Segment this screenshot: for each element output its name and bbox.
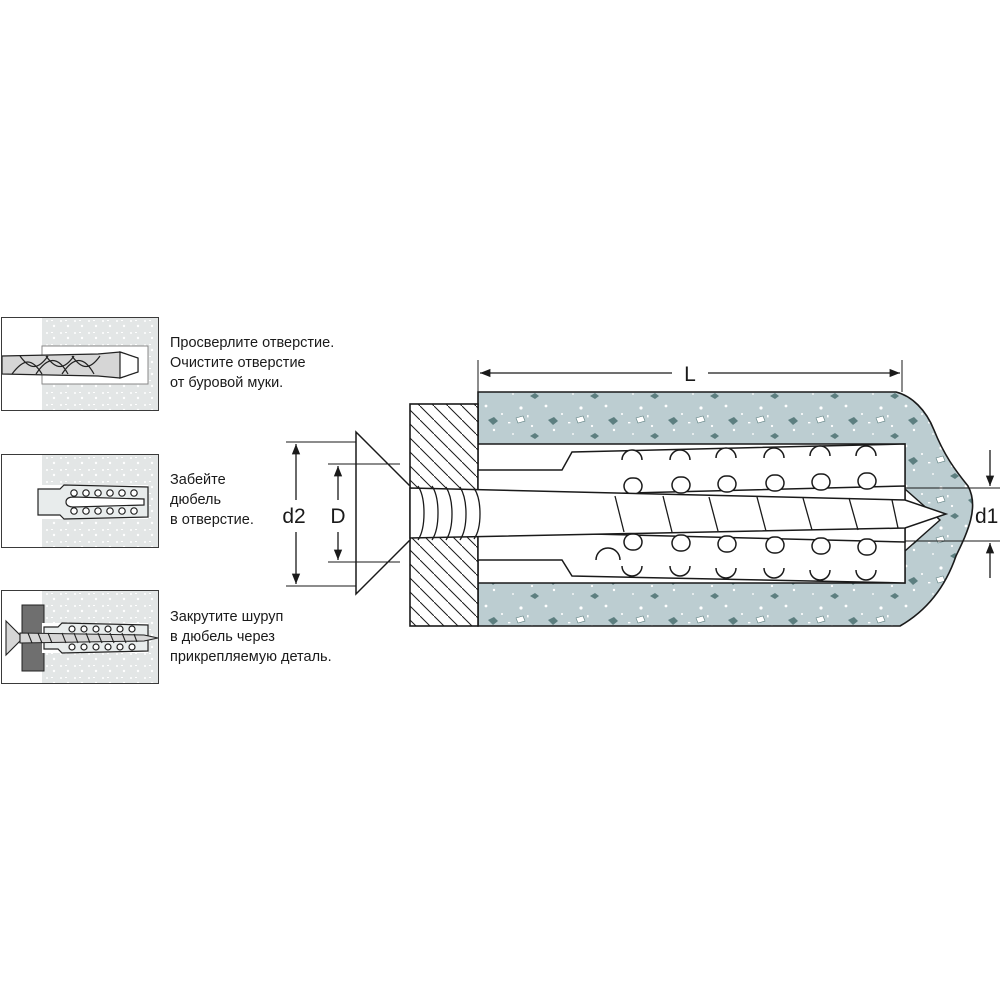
dimension-d1: d1: [905, 450, 1000, 578]
step-2-line-3: в отверстие.: [170, 512, 254, 528]
step-1-line-3: от буровой муки.: [170, 375, 284, 391]
channel-ribs: [623, 472, 877, 556]
dowel-ribs: [595, 445, 877, 581]
screw-icon: [355, 430, 949, 596]
screw-illustration: [5, 591, 158, 683]
step-3-text: Закрутите шуруп в дюбель через прикрепля…: [170, 607, 385, 667]
dimension-L: L: [477, 360, 903, 392]
step-1-illustration: [1, 317, 159, 411]
label-d2: d2: [282, 505, 305, 528]
label-d1: d1: [975, 505, 998, 528]
label-L: L: [684, 363, 696, 386]
step-3-illustration: [1, 590, 159, 684]
label-D: D: [330, 505, 345, 528]
step-2-line-2: дюбель: [170, 492, 222, 508]
screw-icon: [5, 619, 158, 657]
dowel-dimension-drawing: L d2 D d1: [282, 360, 1000, 627]
step-3-line-3: прикрепляемую деталь.: [170, 649, 332, 665]
step-3-line-1: Закрутите шуруп: [170, 609, 284, 625]
step-3-line-2: в дюбель через: [170, 629, 275, 645]
step-1-line-1: Просверлите отверстие.: [170, 335, 335, 351]
drill-illustration: [2, 318, 158, 410]
dowel-icon: [37, 484, 149, 520]
dimension-d2: d2: [282, 441, 356, 587]
step-1-line-2: Очистите отверстие: [170, 355, 306, 371]
step-2-illustration: [1, 454, 159, 548]
step-2-text: Забейте дюбель в отверстие.: [170, 470, 385, 530]
step-2-line-1: Забейте: [170, 472, 226, 488]
drill-bit-icon: [2, 351, 139, 379]
dimension-D: D: [328, 463, 400, 563]
dowel-illustration: [37, 455, 158, 547]
step-1-text: Просверлите отверстие. Очистите отверсти…: [170, 333, 385, 393]
